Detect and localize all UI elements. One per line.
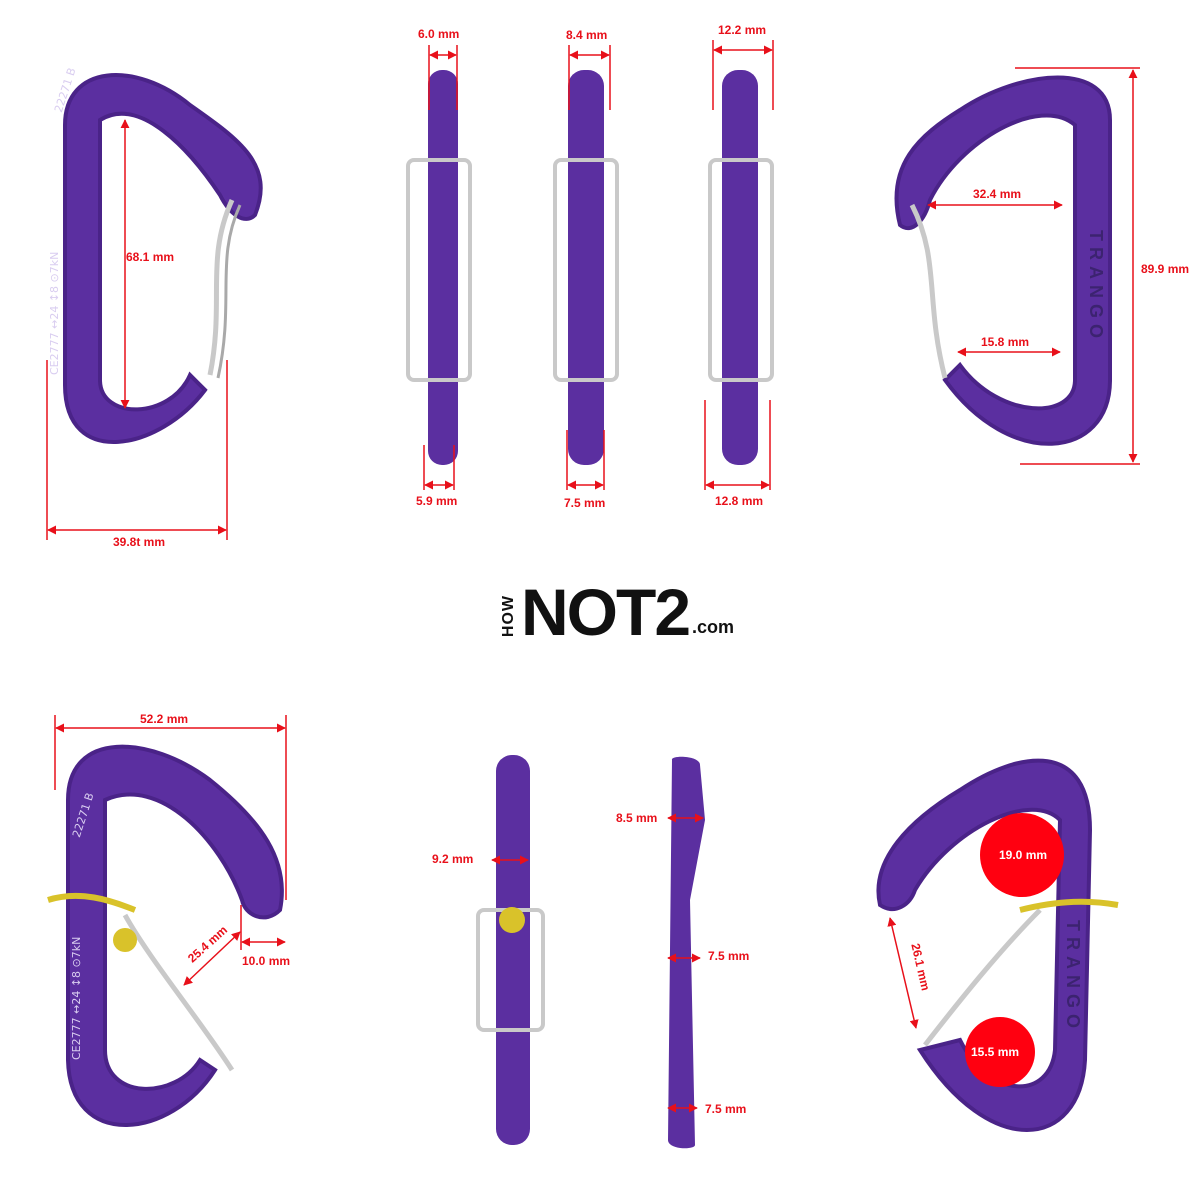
dim-length: 89.9 mm (1141, 262, 1190, 276)
radius-circle-top (980, 813, 1064, 897)
dim-gate-opening-bottom: 15.8 mm (981, 335, 1030, 349)
brand-engraving: TRANGO (1086, 230, 1106, 344)
hownot2-logo: HOW NOT2 .com (500, 575, 734, 645)
radius-circle-bottom (965, 1017, 1035, 1087)
dim-side-b-top: 8.4 mm (566, 28, 608, 42)
carabiner-side-views-bottom (476, 755, 705, 1149)
dim-top-radius: 19.0 mm (999, 848, 1048, 862)
logo-main: NOT2 (521, 575, 691, 649)
logo-how: HOW (500, 594, 517, 637)
dimension-lines (46, 40, 1140, 1113)
carabiner-bottom-right (876, 758, 1119, 1132)
carabiner-top-right (894, 75, 1112, 446)
carabiner-bottom-left (47, 744, 284, 1127)
dim-bottom: 7.5 mm (705, 1102, 747, 1116)
dim-side-c-bottom: 12.8 mm (715, 494, 764, 508)
carabiner-top-left (63, 73, 263, 445)
dim-spine: 9.2 mm (432, 852, 474, 866)
brand-engraving: TRANGO (1063, 920, 1083, 1034)
dim-side-b-bottom: 7.5 mm (564, 496, 606, 510)
dim-inner-length: 68.1 mm (126, 250, 175, 264)
engraving-ratings: CE2777 ↔24 ↕8 ⊙7kN (70, 936, 83, 1060)
logo-domain: .com (692, 617, 735, 637)
dim-width: 39.8t mm (113, 535, 166, 549)
dim-middle: 7.5 mm (708, 949, 750, 963)
dim-width: 52.2 mm (140, 712, 189, 726)
engraving-ratings: CE2777 ↔24 ↕8 ⊙7kN (48, 251, 61, 375)
dim-side-c-top: 12.2 mm (718, 23, 767, 37)
dim-nose: 10.0 mm (242, 954, 291, 968)
dim-side-a-bottom: 5.9 mm (416, 494, 458, 508)
dim-gate-opening-top: 32.4 mm (973, 187, 1022, 201)
dim-side-a-top: 6.0 mm (418, 27, 460, 41)
carabiner-side-views-top (406, 70, 774, 465)
dim-nose-side: 8.5 mm (616, 811, 658, 825)
dim-bottom-radius: 15.5 mm (971, 1045, 1020, 1059)
